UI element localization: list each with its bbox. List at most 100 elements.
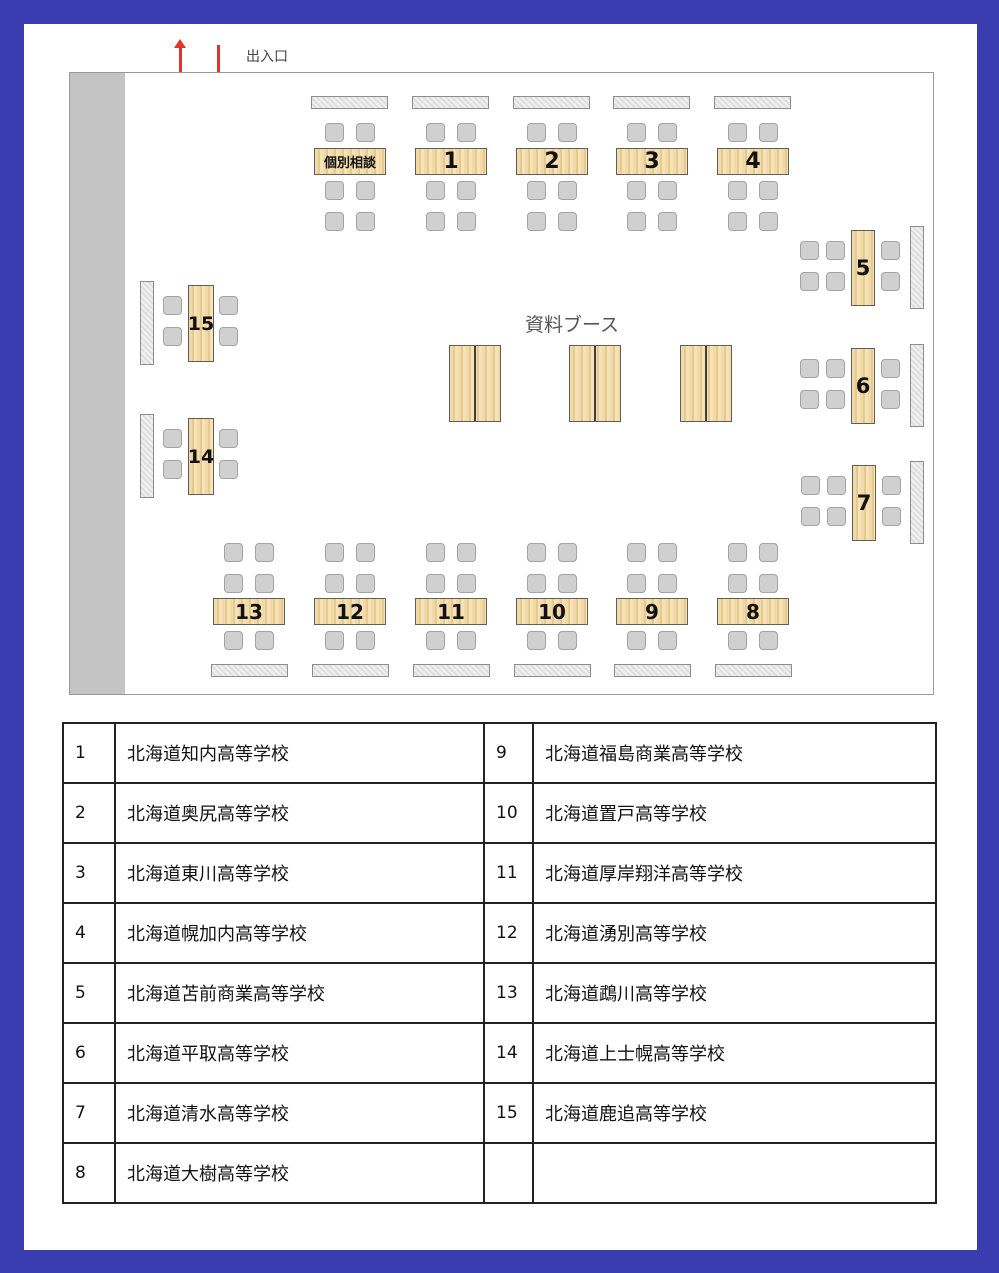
chair bbox=[728, 574, 747, 593]
school-number: 15 bbox=[483, 1082, 534, 1144]
booth-table-3: 3 bbox=[616, 148, 688, 175]
chair bbox=[325, 543, 344, 562]
chair bbox=[658, 631, 677, 650]
chair bbox=[728, 181, 747, 200]
materials-table bbox=[449, 345, 501, 422]
school-name: 北海道福島商業高等学校 bbox=[532, 722, 937, 784]
materials-booth-label: 資料ブース bbox=[525, 314, 620, 336]
chair bbox=[759, 212, 778, 231]
entrance-label: 出入口 bbox=[246, 49, 288, 65]
partition-panel bbox=[312, 664, 389, 677]
chair bbox=[219, 429, 238, 448]
empty-cell bbox=[532, 1142, 937, 1204]
chair bbox=[558, 212, 577, 231]
chair bbox=[800, 272, 819, 291]
chair bbox=[356, 631, 375, 650]
chair bbox=[759, 631, 778, 650]
partition-panel bbox=[910, 226, 924, 309]
partition-panel bbox=[140, 281, 154, 365]
chair bbox=[826, 359, 845, 378]
school-name: 北海道鹿追高等学校 bbox=[532, 1082, 937, 1144]
materials-table-half bbox=[681, 346, 706, 421]
booth-table-15: 15 bbox=[188, 285, 214, 362]
chair bbox=[558, 543, 577, 562]
school-number: 14 bbox=[483, 1022, 534, 1084]
chair bbox=[728, 631, 747, 650]
chair bbox=[558, 123, 577, 142]
chair bbox=[426, 574, 445, 593]
chair bbox=[457, 574, 476, 593]
empty-cell bbox=[483, 1142, 534, 1204]
chair bbox=[457, 631, 476, 650]
chair bbox=[827, 476, 846, 495]
chair bbox=[881, 390, 900, 409]
school-number: 11 bbox=[483, 842, 534, 904]
chair bbox=[325, 574, 344, 593]
school-number: 4 bbox=[62, 902, 116, 964]
chair bbox=[457, 123, 476, 142]
chair bbox=[658, 574, 677, 593]
chair bbox=[801, 507, 820, 526]
chair bbox=[728, 123, 747, 142]
partition-panel bbox=[412, 96, 489, 109]
chair bbox=[827, 507, 846, 526]
materials-table-half bbox=[706, 346, 731, 421]
school-name: 北海道置戸高等学校 bbox=[532, 782, 937, 844]
chair bbox=[881, 359, 900, 378]
chair bbox=[426, 212, 445, 231]
chair bbox=[527, 574, 546, 593]
chair bbox=[558, 181, 577, 200]
partition-panel bbox=[910, 461, 924, 544]
school-number: 8 bbox=[62, 1142, 116, 1204]
chair bbox=[527, 123, 546, 142]
chair bbox=[826, 272, 845, 291]
chair bbox=[658, 181, 677, 200]
chair bbox=[558, 574, 577, 593]
chair bbox=[163, 327, 182, 346]
chair bbox=[882, 507, 901, 526]
booth-table-14: 14 bbox=[188, 418, 214, 495]
school-name: 北海道苫前商業高等学校 bbox=[114, 962, 485, 1024]
chair bbox=[800, 359, 819, 378]
materials-table-half bbox=[595, 346, 620, 421]
chair bbox=[255, 543, 274, 562]
chair bbox=[325, 212, 344, 231]
chair bbox=[325, 123, 344, 142]
chair bbox=[627, 212, 646, 231]
chair bbox=[658, 123, 677, 142]
booth-table-13: 13 bbox=[213, 598, 285, 625]
chair bbox=[658, 212, 677, 231]
chair bbox=[457, 181, 476, 200]
booth-table-10: 10 bbox=[516, 598, 588, 625]
partition-panel bbox=[211, 664, 288, 677]
chair bbox=[426, 181, 445, 200]
booth-table-9: 9 bbox=[616, 598, 688, 625]
school-number: 7 bbox=[62, 1082, 116, 1144]
chair bbox=[759, 181, 778, 200]
chair bbox=[224, 631, 243, 650]
chair bbox=[558, 631, 577, 650]
materials-table-half bbox=[475, 346, 500, 421]
booth-table-11: 11 bbox=[415, 598, 487, 625]
school-name: 北海道知内高等学校 bbox=[114, 722, 485, 784]
chair bbox=[658, 543, 677, 562]
chair bbox=[627, 631, 646, 650]
chair bbox=[356, 574, 375, 593]
chair bbox=[801, 476, 820, 495]
booth-table-12: 12 bbox=[314, 598, 386, 625]
school-number: 9 bbox=[483, 722, 534, 784]
chair bbox=[527, 181, 546, 200]
school-name: 北海道上士幌高等学校 bbox=[532, 1022, 937, 1084]
school-name: 北海道平取高等学校 bbox=[114, 1022, 485, 1084]
chair bbox=[800, 390, 819, 409]
school-number: 6 bbox=[62, 1022, 116, 1084]
booth-table-7: 7 bbox=[852, 465, 876, 541]
chair bbox=[627, 574, 646, 593]
chair bbox=[826, 390, 845, 409]
